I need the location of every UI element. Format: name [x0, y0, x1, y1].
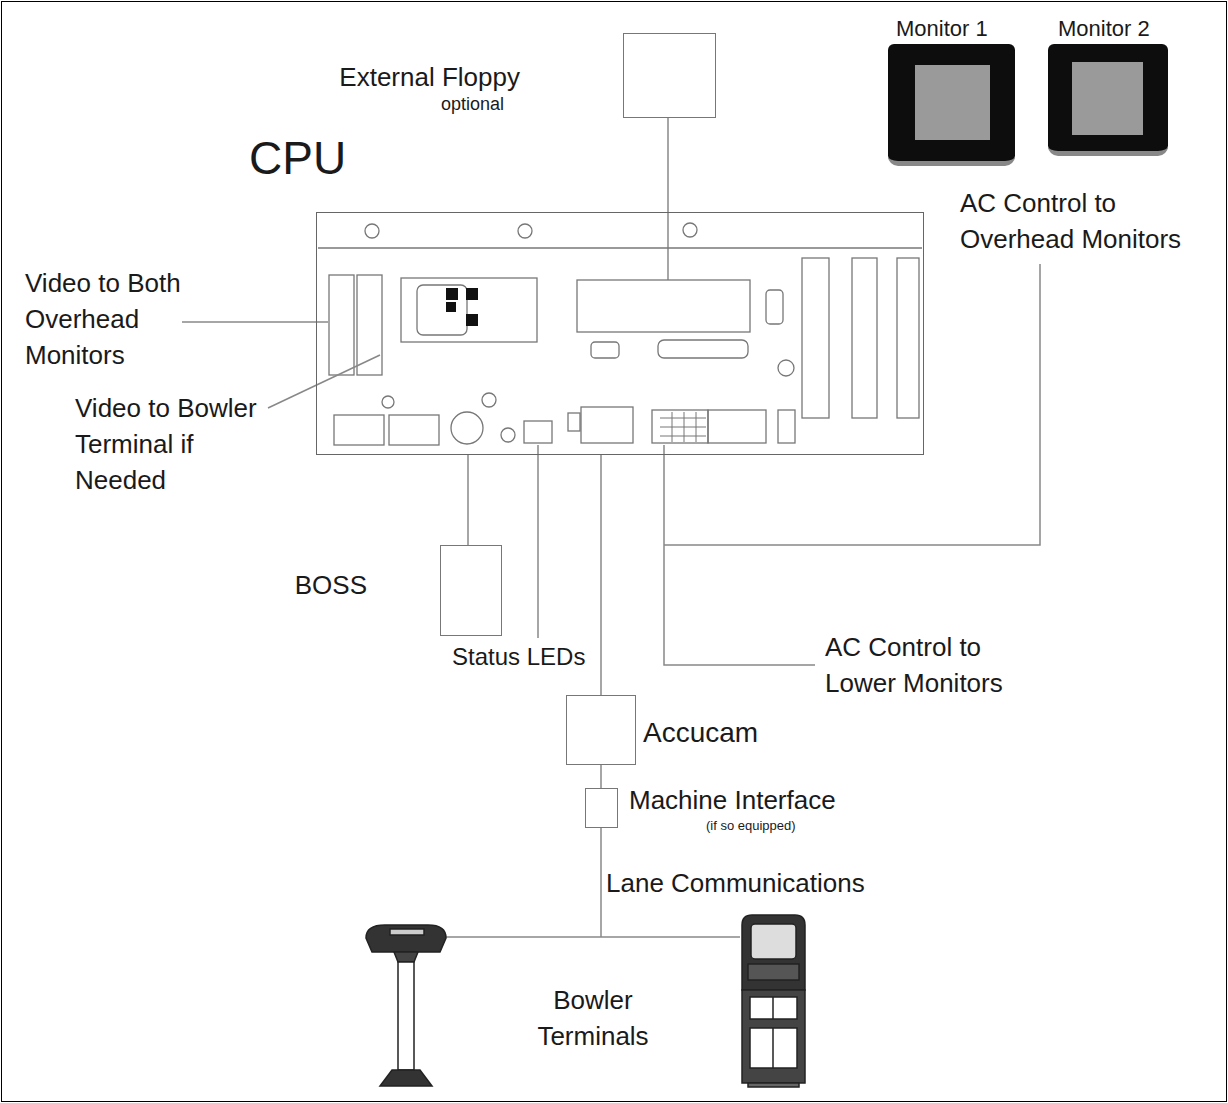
text-label: Video to Both Overhead Monitors — [25, 266, 215, 374]
text-label: Lane Communications — [606, 866, 865, 902]
connector-line — [667, 118, 669, 212]
connector-line — [467, 455, 469, 545]
accucam-box: Accucam — [566, 695, 636, 765]
connector-line — [600, 765, 602, 788]
text-label: Video to Bowler Terminal if Needed — [75, 391, 290, 499]
interface-box: Machine Interface(if so equipped) — [585, 788, 618, 828]
text-label: Monitor 1 — [896, 14, 988, 44]
connector-line — [600, 828, 602, 937]
floppy-box: External Floppyoptional — [623, 33, 716, 118]
text-label: AC Control to Overhead Monitors — [960, 186, 1210, 258]
monitor: Monitor 1 — [888, 44, 1015, 166]
boss-box: BOSS — [440, 545, 502, 636]
text-label: Monitor 2 — [1058, 14, 1150, 44]
text-label: Accucam — [643, 714, 758, 753]
monitor-screen — [915, 65, 990, 140]
text-label: Status LEDs — [452, 640, 585, 673]
connector-line — [600, 455, 602, 695]
cpu-board: CPU — [316, 212, 924, 455]
text-label: (if so equipped) — [706, 817, 796, 835]
monitor: Monitor 2 — [1048, 44, 1168, 156]
text-label: optional — [441, 92, 504, 117]
text-label: Machine Interface — [629, 783, 836, 819]
text-label: AC Control to Lower Monitors — [825, 630, 1025, 702]
text-label: External Floppy — [339, 60, 520, 96]
text-label: BOSS — [295, 568, 367, 604]
text-label: CPU — [249, 127, 346, 190]
monitor-screen — [1072, 62, 1143, 135]
text-label: Bowler Terminals — [532, 983, 654, 1055]
terminal-group: Bowler Terminals — [445, 937, 740, 1087]
